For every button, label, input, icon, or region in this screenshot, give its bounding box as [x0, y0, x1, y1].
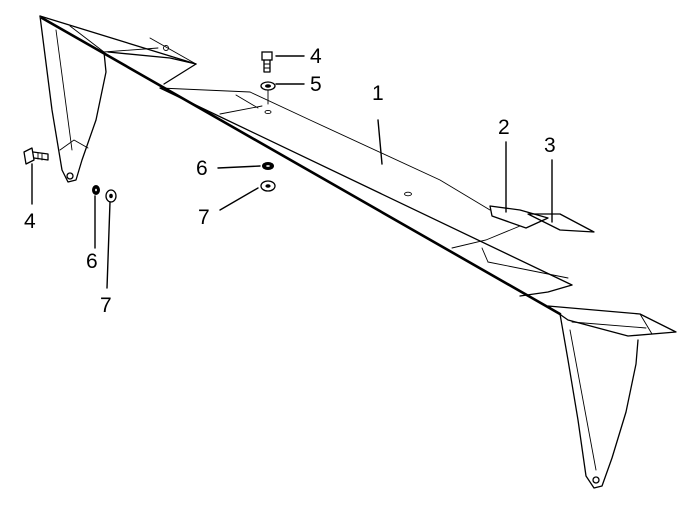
left-nut — [92, 185, 100, 195]
callout-part-3: 3 — [544, 134, 556, 157]
right-flange — [547, 305, 677, 337]
callout-nut-top: 6 — [196, 157, 208, 180]
left-flange — [39, 15, 197, 85]
left-bolt — [23, 147, 49, 165]
leader-lines — [31, 55, 553, 289]
shim-2 — [489, 205, 549, 229]
top-nut — [262, 162, 274, 170]
main-channel — [40, 16, 573, 316]
callout-part-2: 2 — [498, 116, 510, 139]
callout-bolt-top: 4 — [310, 45, 322, 68]
top-flat-washer — [260, 81, 276, 91]
right-end-bracket — [559, 313, 639, 489]
top-lock-washer — [260, 180, 276, 192]
callout-lockwasher-top: 7 — [198, 206, 210, 229]
callout-part-1: 1 — [372, 82, 384, 105]
top-bolt — [261, 51, 273, 73]
left-lock-washer — [105, 189, 117, 203]
callout-bolt-left: 4 — [24, 210, 36, 233]
shim-3 — [527, 213, 595, 233]
left-end-bracket — [39, 15, 107, 183]
callout-lockwasher-left: 7 — [100, 294, 112, 317]
callout-washer-top: 5 — [310, 73, 322, 96]
callout-nut-left: 6 — [86, 250, 98, 273]
